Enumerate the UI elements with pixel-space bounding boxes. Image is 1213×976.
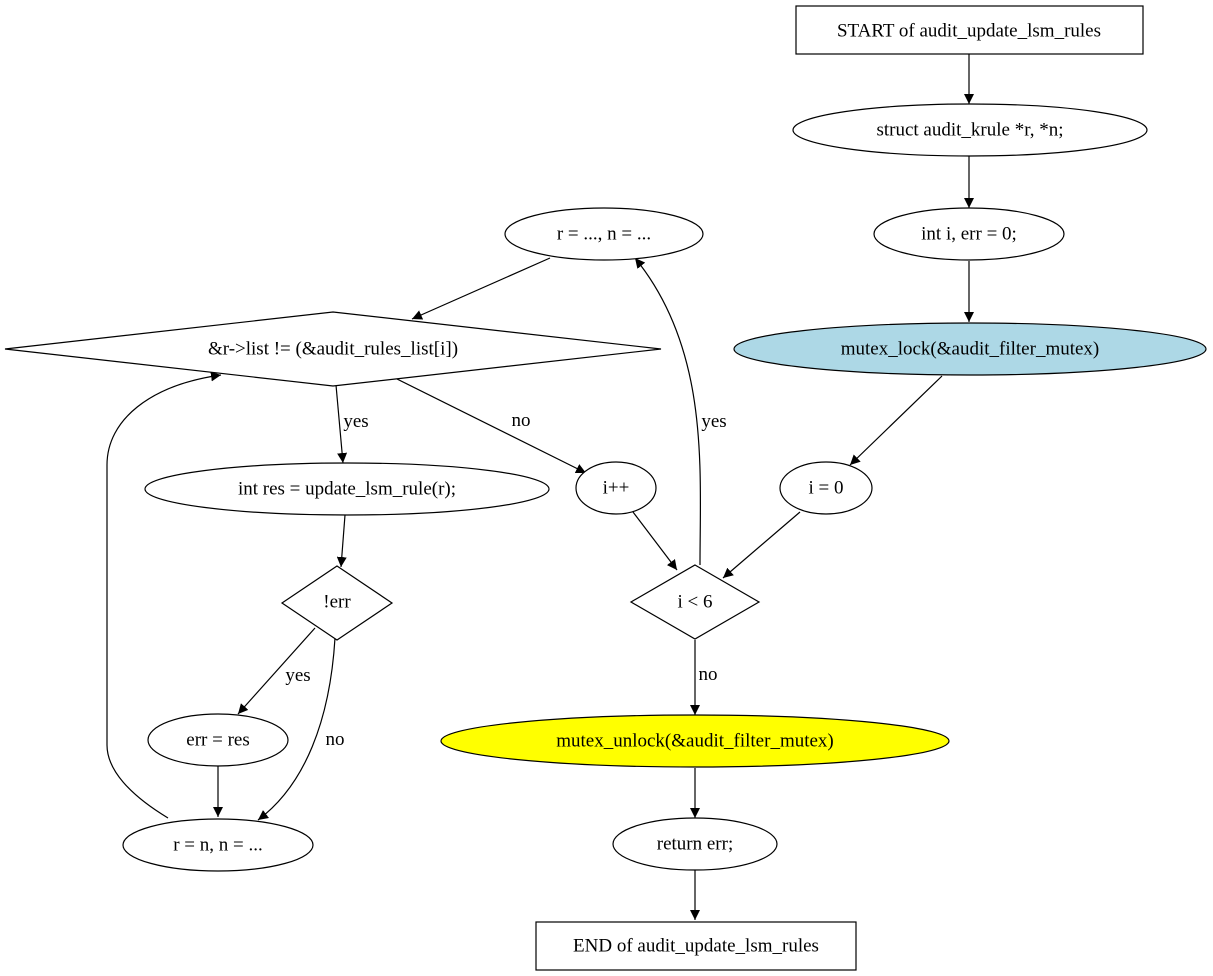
node-res-label: int res = update_lsm_rule(r); <box>238 478 456 499</box>
node-iter-init: r = ..., n = ... <box>504 207 704 261</box>
edge-cond-err-yes <box>237 627 316 715</box>
edge-incr-to-cond-i <box>632 511 678 571</box>
node-cond-list-label: &r->list != (&audit_rules_list[i]) <box>208 338 458 359</box>
edge-labels: yes no yes no yes no <box>285 410 726 750</box>
node-decl-r-label: struct audit_krule *r, *n; <box>876 119 1063 140</box>
node-assign-err: err = res <box>147 713 289 767</box>
label-cond-i-no: no <box>699 664 718 685</box>
nodes: START of audit_update_lsm_rules struct a… <box>4 5 1207 971</box>
label-cond-list-no: no <box>512 410 531 431</box>
label-cond-err-yes: yes <box>285 665 310 686</box>
node-end-label: END of audit_update_lsm_rules <box>573 935 819 956</box>
edge-advance-to-cond-list <box>106 371 222 819</box>
node-decl-i-label: int i, err = 0; <box>921 223 1017 244</box>
node-init-i: i = 0 <box>779 461 873 515</box>
node-assign-err-label: err = res <box>186 729 249 750</box>
edge-cond-i-yes <box>634 257 702 566</box>
node-init-i-label: i = 0 <box>809 477 844 498</box>
node-start: START of audit_update_lsm_rules <box>795 5 1144 55</box>
edge-cond-err-no <box>257 637 336 821</box>
node-incr-label: i++ <box>603 477 630 498</box>
node-cond-err: !err <box>280 565 394 641</box>
node-unlock: mutex_unlock(&audit_filter_mutex) <box>440 714 950 768</box>
node-decl-r: struct audit_krule *r, *n; <box>792 103 1148 157</box>
node-iter-init-label: r = ..., n = ... <box>557 223 651 244</box>
node-start-label: START of audit_update_lsm_rules <box>837 20 1101 41</box>
node-cond-i-label: i < 6 <box>678 591 713 612</box>
edge-lock-to-init-i <box>849 375 943 466</box>
node-end: END of audit_update_lsm_rules <box>535 921 857 971</box>
node-advance: r = n, n = ... <box>122 818 314 872</box>
node-ret: return err; <box>612 817 778 871</box>
node-decl-i: int i, err = 0; <box>873 207 1065 261</box>
edge-cond-list-no <box>394 377 587 474</box>
edge-iter-init-to-cond-list <box>411 257 551 320</box>
node-cond-i: i < 6 <box>629 564 761 640</box>
node-cond-list: &r->list != (&audit_rules_list[i]) <box>4 311 662 387</box>
node-ret-label: return err; <box>657 833 733 854</box>
edges <box>106 54 974 920</box>
edge-init-i-to-cond-i <box>722 511 801 579</box>
node-cond-err-label: !err <box>323 591 351 612</box>
label-cond-list-yes: yes <box>343 411 368 432</box>
edge-res-to-cond-err <box>336 514 347 568</box>
label-cond-i-yes: yes <box>701 411 726 432</box>
label-cond-err-no: no <box>326 729 345 750</box>
node-lock-label: mutex_lock(&audit_filter_mutex) <box>841 338 1100 359</box>
node-res: int res = update_lsm_rule(r); <box>144 462 550 516</box>
node-advance-label: r = n, n = ... <box>173 834 263 855</box>
node-incr: i++ <box>575 461 657 515</box>
node-lock: mutex_lock(&audit_filter_mutex) <box>733 322 1207 376</box>
edge-cond-list-yes <box>335 384 348 464</box>
node-unlock-label: mutex_unlock(&audit_filter_mutex) <box>556 730 834 751</box>
